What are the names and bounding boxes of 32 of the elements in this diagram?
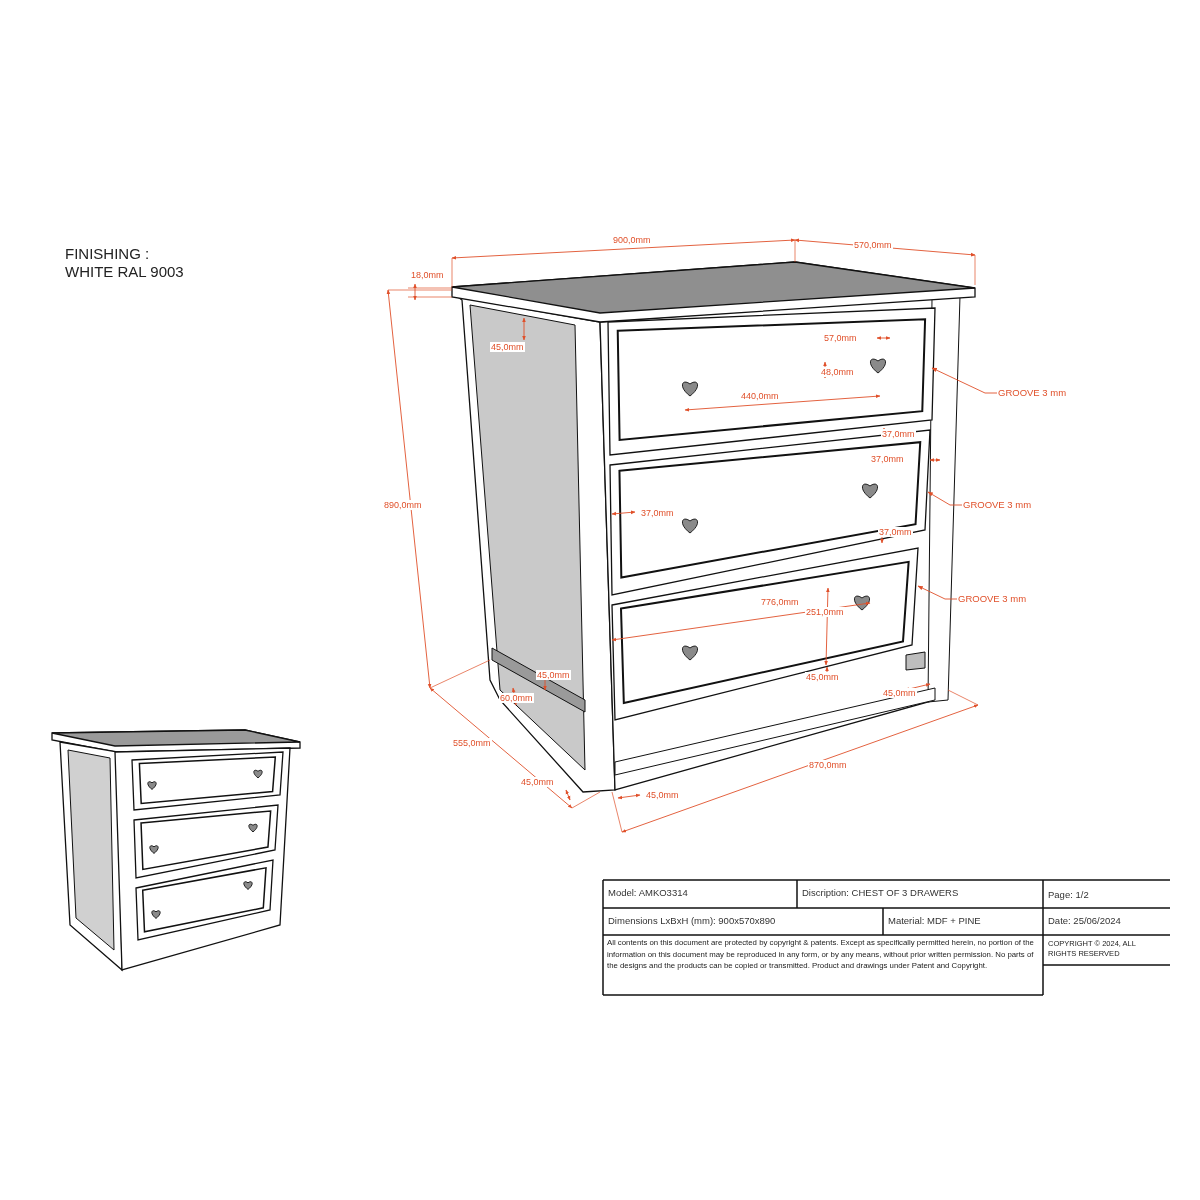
description-text: Discription: CHEST OF 3 DRAWERS <box>802 887 959 899</box>
dimension-label: 45,0mm <box>490 342 525 352</box>
dimension-label: 890,0mm <box>383 500 423 510</box>
dimension-label: 57,0mm <box>823 333 858 343</box>
model-text: Model: AMKO3314 <box>608 887 688 899</box>
dimension-label: 45,0mm <box>536 670 571 680</box>
dimension-label: 440,0mm <box>740 391 780 401</box>
dimension-label: 18,0mm <box>410 270 445 280</box>
callout-label: GROOVE 3 mm <box>962 499 1033 511</box>
dimension-label: 555,0mm <box>452 738 492 748</box>
dimension-label: 37,0mm <box>881 429 916 439</box>
dimension-label: 570,0mm <box>853 240 893 250</box>
dimension-label: 37,0mm <box>640 508 675 518</box>
material-text: Material: MDF + PINE <box>888 915 981 927</box>
dimension-label: 45,0mm <box>645 790 680 800</box>
dimension-label: 45,0mm <box>520 777 555 787</box>
dimension-label: 900,0mm <box>612 235 652 245</box>
callout-label: GROOVE 3 mm <box>997 387 1068 399</box>
page-number: Page: 1/2 <box>1048 889 1089 901</box>
finishing-note: FINISHING : WHITE RAL 9003 <box>65 245 185 281</box>
dimension-label: 60,0mm <box>499 693 534 703</box>
dimension-label: 870,0mm <box>808 760 848 770</box>
date-text: Date: 25/06/2024 <box>1048 915 1121 927</box>
dimension-label: 37,0mm <box>878 527 913 537</box>
dimensions-text: Dimensions LxBxH (mm): 900x570x890 <box>608 915 776 927</box>
dimension-label: 37,0mm <box>870 454 905 464</box>
dimension-label: 48,0mm <box>820 367 855 377</box>
dimension-label: 45,0mm <box>805 672 840 682</box>
dimension-label: 776,0mm <box>760 597 800 607</box>
dimension-label: 251,0mm <box>805 607 845 617</box>
callout-label: GROOVE 3 mm <box>957 593 1028 605</box>
dimension-label: 45,0mm <box>882 688 917 698</box>
